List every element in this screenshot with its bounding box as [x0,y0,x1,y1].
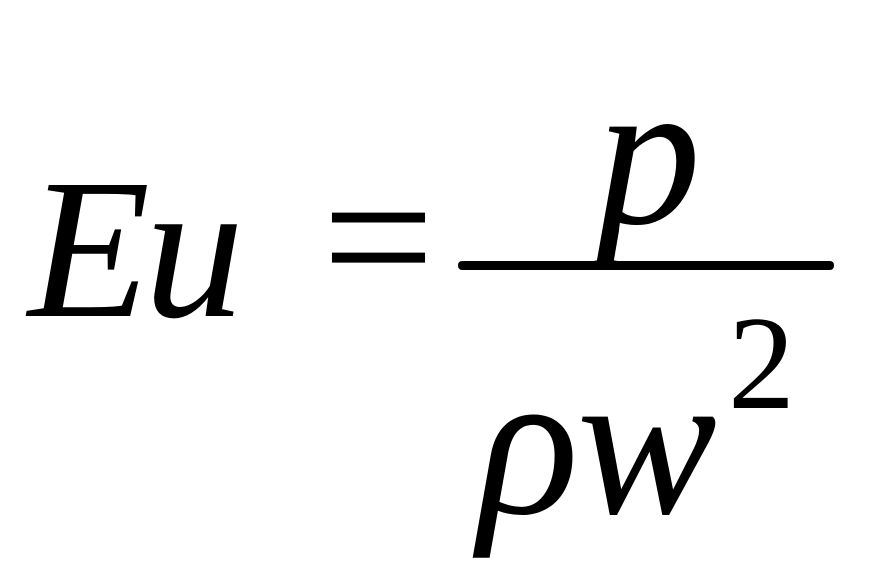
fraction-bar [458,261,834,270]
fraction-denominator: ρw [478,327,717,559]
formula-left-side: Eu [28,139,244,360]
fraction-numerator: p [596,37,701,269]
denominator-exponent: 2 [728,289,795,437]
equals-sign: = [322,127,435,348]
